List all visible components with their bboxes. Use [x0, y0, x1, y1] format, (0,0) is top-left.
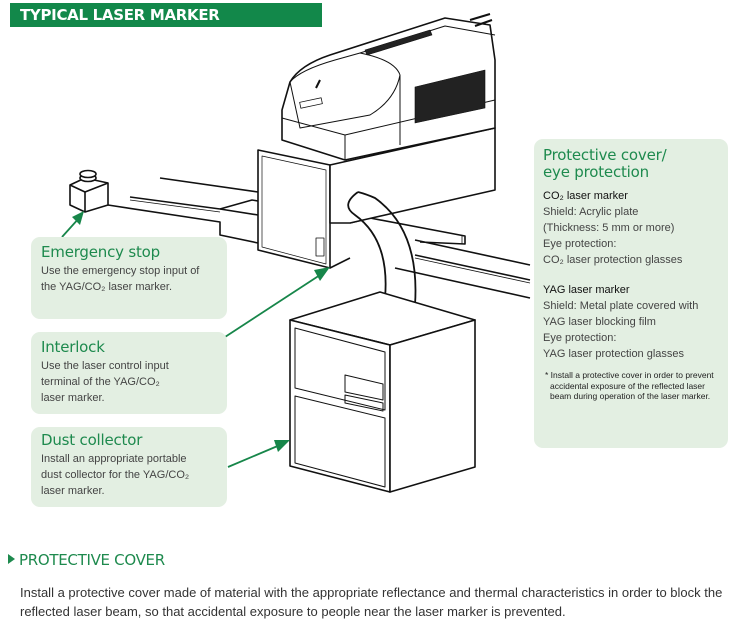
callout-arrows [61, 211, 330, 468]
emergency-stop-button [69, 169, 109, 213]
callout-title: eye protection [543, 163, 649, 181]
duct-hose [347, 191, 417, 306]
dust-collector-arrow [227, 444, 281, 468]
callout-line: Use the laser control input [41, 360, 169, 372]
section-heading: PROTECTIVE COVER [8, 551, 165, 569]
callout-title: Dust collector [41, 431, 143, 449]
callout-emergency-stop: Emergency stop Use the emergency stop in… [31, 237, 227, 319]
section-body: Install a protective cover made of mater… [20, 585, 723, 619]
yag-line: Shield: Metal plate covered with [543, 300, 699, 312]
yag-heading: YAG laser marker [543, 284, 630, 296]
callout-line: Use the emergency stop input of [41, 265, 200, 277]
footnote: * Install a protective cover in order to… [545, 370, 714, 401]
callout-protective-cover: Protective cover/ eye protection CO₂ las… [534, 139, 728, 448]
co2-line: CO₂ laser protection glasses [543, 254, 683, 266]
yag-line: YAG laser protection glasses [543, 348, 685, 360]
callout-line: the YAG/CO₂ laser marker. [41, 281, 173, 293]
callout-interlock: Interlock Use the laser control input te… [31, 332, 227, 414]
interlock-arrow [224, 274, 321, 338]
callout-title: Emergency stop [41, 243, 160, 261]
installation-diagram [61, 13, 531, 493]
callout-title: Protective cover/ [543, 146, 667, 164]
callout-dust-collector: Dust collector Install an appropriate po… [31, 427, 227, 507]
co2-line: Shield: Acrylic plate [543, 206, 639, 218]
triangle-bullet-icon [8, 554, 15, 564]
diagram-title: TYPICAL LASER MARKER INSTALLATION [10, 3, 322, 48]
yag-line: Eye protection: [543, 332, 617, 344]
section-heading-text: PROTECTIVE COVER [19, 551, 165, 569]
yag-line: YAG laser blocking film [543, 316, 656, 328]
callout-line: Install an appropriate portable [41, 453, 187, 465]
co2-heading: CO₂ laser marker [543, 190, 628, 202]
callout-line: dust collector for the YAG/CO₂ [41, 469, 190, 481]
laser-marker-head [281, 13, 496, 161]
callout-line: terminal of the YAG/CO₂ [41, 376, 160, 388]
enclosure [257, 127, 496, 269]
co2-line: (Thickness: 5 mm or more) [543, 222, 675, 234]
dust-collector-unit [289, 291, 476, 493]
callout-line: laser marker. [41, 392, 105, 404]
callout-title: Interlock [41, 338, 105, 356]
callout-line: laser marker. [41, 485, 105, 497]
co2-line: Eye protection: [543, 238, 617, 250]
